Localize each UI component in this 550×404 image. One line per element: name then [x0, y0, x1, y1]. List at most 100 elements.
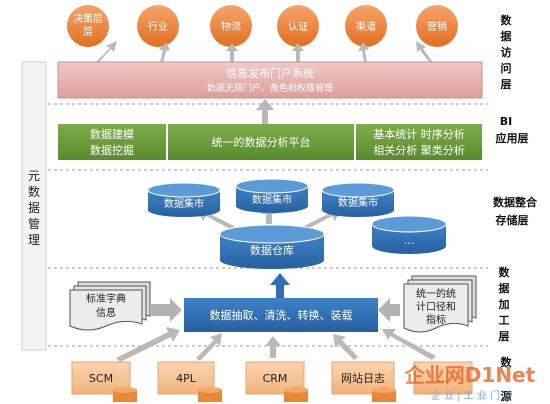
portal-to-circles-arrows [96, 41, 432, 63]
circle-shape [137, 5, 179, 47]
mart-label: 数据集市 [164, 197, 204, 210]
circle-industry: 行业 [137, 5, 179, 47]
data-mart-3: 数据集市 [321, 182, 395, 217]
up-arrow [416, 41, 432, 63]
source-cylinder [198, 390, 222, 402]
circle-shape [416, 5, 458, 47]
bi-layer: 数据建模 数据挖掘 统一的数据分析平台 基本统计 时序分析 相关分析 聚类分析 [58, 124, 482, 160]
source-web-log: 网站日志 [331, 361, 395, 395]
meta-char: 管 [28, 216, 40, 231]
cylinder-body [236, 186, 308, 213]
layer-char: 层 [500, 78, 512, 91]
circle-label: 行业 [148, 20, 168, 33]
circle-label: 营销 [427, 20, 447, 33]
layer-char: 加 [498, 297, 510, 311]
cylinder-body [372, 224, 446, 254]
layer-char: 数 [501, 13, 513, 27]
doc-front [403, 283, 469, 333]
circle-marketing: 营销 [416, 5, 458, 47]
source-other: ... [413, 361, 473, 395]
bi-left-line: 数据建模 [90, 127, 134, 141]
layer-line: 数据整合 [493, 195, 538, 209]
layer-line: 应用层 [496, 131, 529, 145]
portal-subtitle: 数据无限门户、角色和权限管理 [207, 82, 333, 94]
watermark-brand: 企业网D1Net [404, 363, 536, 387]
metadata-label: 元 数 据 管 理 [28, 169, 40, 247]
access-circles: 决策层 行业 物流 认证 渠道 营销 [67, 5, 458, 47]
circle-label: 决策层 [73, 12, 103, 25]
etl-box [184, 298, 378, 332]
label-source-layer: 数 源 [501, 355, 513, 403]
layer-char: 问 [501, 61, 512, 75]
layer-char: 工 [499, 314, 510, 327]
circle-cert: 认证 [277, 5, 319, 47]
up-arrow [196, 333, 222, 361]
layer-char: 据 [501, 29, 512, 43]
mart-label: 数据集市 [338, 196, 378, 209]
meta-char: 元 [28, 169, 40, 183]
source-cylinder [284, 390, 308, 402]
etl-label: 数据抽取、清洗、转换、装载 [210, 308, 353, 322]
bi-left-line: 数据挖掘 [90, 143, 134, 157]
source-label: CRM [263, 372, 288, 385]
doc-line: 信息 [96, 306, 116, 319]
data-warehouse: 数据仓库 [219, 224, 325, 269]
watermark-sub: 企 业 | 工 业 门 户 [431, 389, 513, 402]
circle-decision: 决策层 [67, 5, 109, 47]
source-cylinder-top [284, 387, 308, 393]
source-cylinder-top [198, 387, 222, 393]
cylinder-body [148, 190, 220, 217]
portal-box [57, 61, 483, 99]
bi-middle-label: 统一的数据分析平台 [212, 135, 311, 149]
circle-label-suffix: 层 [83, 26, 93, 38]
source-cylinder [113, 390, 137, 402]
layer-char: 访 [501, 45, 512, 59]
doc-front [69, 289, 143, 331]
layer-labels: 数 据 访 问 层 BI 应用层 数据整合 存储层 数 据 加 工 层 数 源 [493, 13, 538, 403]
up-arrow [226, 43, 238, 62]
source-label: ... [438, 372, 449, 385]
bi-to-portal-arrow [256, 99, 274, 124]
source-layer: SCM 4PL CRM 网站日志 ... [71, 361, 473, 402]
doc-line: 指标 [426, 313, 446, 326]
etl-to-warehouse-arrow [270, 273, 290, 298]
label-access-layer: 数 据 访 问 层 [500, 13, 513, 91]
up-arrow [292, 43, 304, 62]
circle-label: 渠道 [356, 20, 376, 33]
watermark: 企业网D1Net 企 业 | 工 业 门 户 [404, 363, 536, 402]
layer-char: 数 [501, 355, 513, 369]
layer-char: 层 [498, 330, 510, 343]
other-storage-label: ... [404, 234, 415, 247]
cylinder-top [219, 224, 325, 244]
circle-shape [67, 5, 109, 47]
doc-line: 标准字典 [86, 292, 126, 305]
bi-left-box [58, 124, 166, 160]
layer-line: 存储层 [496, 213, 529, 227]
unified-metrics-doc: 统一的统 计口径和 指标 [403, 275, 477, 333]
doc-line: 计口径和 [416, 300, 456, 313]
metadata-bar [21, 61, 47, 351]
label-processing-layer: 数 据 加 工 层 [498, 265, 511, 343]
circle-shape [345, 5, 387, 47]
sources-to-etl-arrows [116, 327, 436, 362]
cylinder-top [147, 182, 221, 198]
cylinder-top [235, 178, 309, 194]
source-cylinder-top [372, 387, 396, 393]
metrics-to-etl-arrow [378, 298, 400, 322]
cylinder-body [220, 234, 324, 269]
cylinder-body [322, 190, 394, 217]
label-storage-layer: 数据整合 存储层 [493, 195, 538, 227]
mart-label: 数据集市 [252, 193, 292, 206]
layer-char: 据 [499, 281, 510, 295]
layer-char: 数 [499, 265, 511, 279]
bi-right-line: 相关分析 聚类分析 [373, 143, 465, 157]
source-cylinders [113, 387, 396, 402]
source-box [413, 361, 473, 395]
circle-label: 物流 [221, 20, 241, 33]
circle-channel: 渠道 [345, 5, 387, 47]
cylinder-top [371, 215, 447, 233]
doc-line: 统一的统 [416, 287, 456, 300]
circle-shape [277, 5, 319, 47]
up-arrow [96, 41, 117, 63]
